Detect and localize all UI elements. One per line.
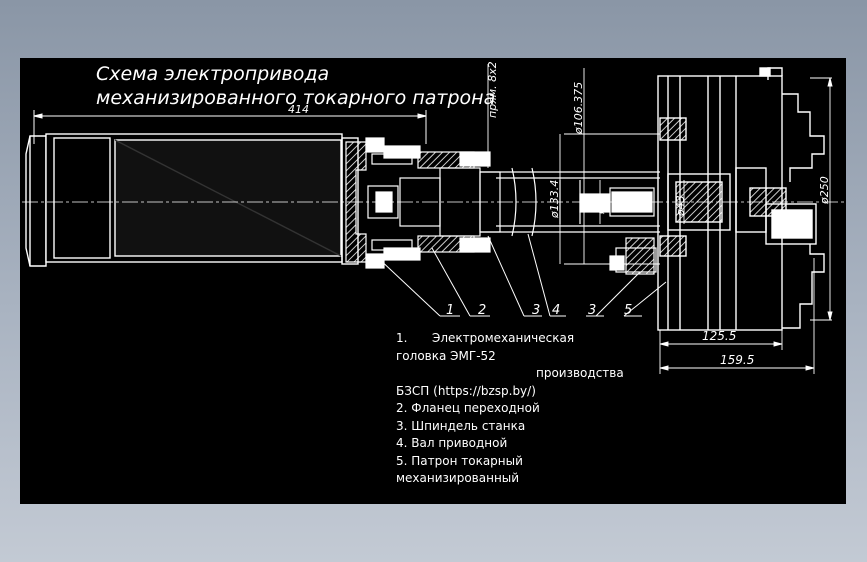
callout-3b: 3 <box>588 303 596 318</box>
legend-item-5-text-b: механизированный <box>396 471 520 485</box>
cad-drawing-canvas: Схема электропривода механизированного т… <box>20 58 846 504</box>
legend-item-3: 3. Шпиндель станка <box>396 418 526 433</box>
electromechanical-head <box>25 133 359 267</box>
drive-scheme-drawing: Схема электропривода механизированного т… <box>22 61 844 374</box>
legend-item-1-number: 1. <box>396 331 408 345</box>
legend-item-1: 1. Электромеханическая <box>396 330 676 348</box>
diameter-43-label: ø43 <box>674 195 687 217</box>
keyway-dimension-label: прям. 8x2 <box>486 61 499 118</box>
diameter-106-label: ø106.375 <box>572 82 585 135</box>
legend-item-1-text-b: головка ЭМГ-52 <box>396 348 496 363</box>
overall-length-dimension <box>33 110 427 144</box>
callout-2: 2 <box>478 303 486 318</box>
diameter-133-label: ø133.4 <box>548 180 561 219</box>
drawing-title-line1: Схема электропривода <box>96 63 329 85</box>
diameter-250-label: ø250 <box>818 176 831 205</box>
width-159-label: 159.5 <box>720 353 754 367</box>
width-125-label: 125.5 <box>702 329 736 343</box>
legend-item-4: 4. Вал приводной <box>396 436 508 450</box>
callout-4: 4 <box>552 303 560 318</box>
lathe-chuck <box>657 67 825 331</box>
legend-item-1-text-a: Электромеханическая <box>432 331 575 345</box>
callout-leaders <box>375 233 667 317</box>
parts-legend: 1. Электромеханическая головка ЭМГ-52 про… <box>396 330 676 488</box>
width-dimensions <box>659 258 815 374</box>
drawing-title-line2: механизированного токарного патрона <box>96 87 495 109</box>
legend-item-1-text-c: производства <box>536 366 624 380</box>
legend-item-5: 5. Патрон токарный <box>396 453 523 468</box>
callout-3: 3 <box>532 303 540 318</box>
adapter-flange <box>345 137 491 269</box>
diameter-dimensions <box>487 64 833 321</box>
legend-item-1-text-d: БЗСП (https://bzsp.by/) <box>396 383 536 398</box>
callout-5: 5 <box>624 303 632 318</box>
diameter-46-label: ø46 <box>594 193 607 215</box>
overall-length-label: 414 <box>288 103 309 116</box>
legend-item-2: 2. Фланец переходной <box>396 401 540 415</box>
callout-1: 1 <box>446 303 454 318</box>
drive-shaft <box>479 167 660 275</box>
